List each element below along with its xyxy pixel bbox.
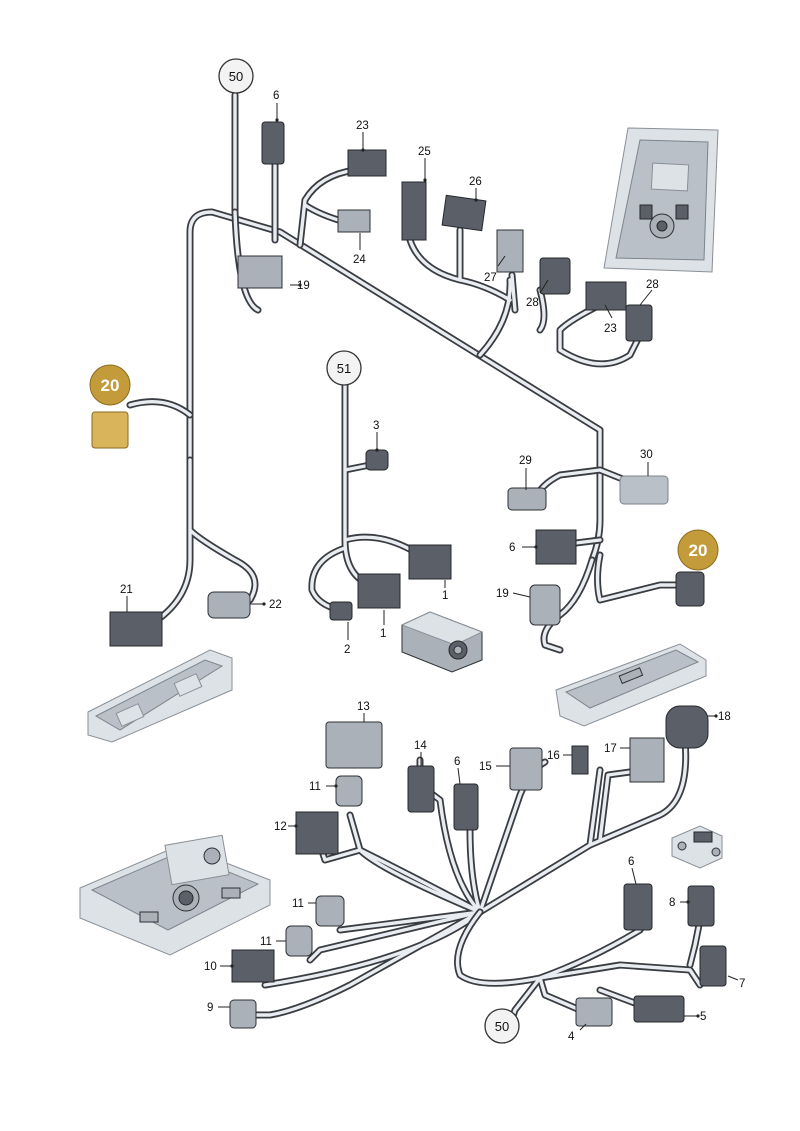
svg-text:20: 20 <box>689 541 708 560</box>
part-label-11: 11 <box>309 781 321 793</box>
part-label-11: 11 <box>292 898 304 910</box>
part-label-30: 30 <box>640 449 653 461</box>
roof-console-panel <box>603 127 719 273</box>
part-label-28: 28 <box>526 297 539 309</box>
part-label-11: 11 <box>260 936 272 948</box>
part-label-17: 17 <box>604 743 617 755</box>
sensor-bracket <box>671 825 723 869</box>
callout-50-top: 50 <box>218 58 254 94</box>
part-label-5: 5 <box>700 1011 706 1023</box>
part-label-23: 23 <box>356 120 369 132</box>
leader-lines <box>126 103 739 1031</box>
part-label-8: 8 <box>669 897 675 909</box>
part-label-16: 16 <box>547 750 560 762</box>
callout-50-bottom: 50 <box>484 1008 520 1044</box>
part-label-21: 21 <box>120 584 133 596</box>
control-unit-mmi <box>79 834 271 956</box>
part-label-27: 27 <box>484 272 497 284</box>
svg-text:20: 20 <box>101 376 120 395</box>
part-label-10: 10 <box>204 961 217 973</box>
part-label-1: 1 <box>442 590 448 602</box>
switch-panel-right <box>555 643 707 727</box>
callout-51: 51 <box>326 350 362 386</box>
part-label-6: 6 <box>273 90 279 102</box>
part-label-3: 3 <box>373 420 379 432</box>
connectors <box>91 121 727 1029</box>
callout-20-right: 20 <box>677 529 719 571</box>
part-label-4: 4 <box>568 1031 575 1043</box>
part-label-15: 15 <box>479 761 492 773</box>
part-label-13: 13 <box>357 701 370 713</box>
part-label-19: 19 <box>496 588 509 600</box>
part-label-6: 6 <box>509 542 515 554</box>
svg-text:50: 50 <box>495 1019 509 1034</box>
callout-20-left: 20 <box>89 364 131 406</box>
part-label-24: 24 <box>353 254 366 266</box>
part-label-26: 26 <box>469 176 482 188</box>
part-label-23: 23 <box>604 323 617 335</box>
leader-dots <box>230 118 718 1018</box>
part-label-19: 19 <box>297 280 310 292</box>
svg-text:51: 51 <box>337 361 351 376</box>
part-label-6: 6 <box>628 856 634 868</box>
part-label-25: 25 <box>418 146 431 158</box>
part-label-2: 2 <box>344 644 350 656</box>
part-label-29: 29 <box>519 455 532 467</box>
part-label-18: 18 <box>718 711 731 723</box>
svg-text:50: 50 <box>229 69 243 84</box>
light-switch-unit <box>400 611 484 673</box>
part-label-12: 12 <box>274 821 287 833</box>
part-label-28: 28 <box>646 279 659 291</box>
switch-panel-left <box>87 649 233 743</box>
part-label-6: 6 <box>454 756 460 768</box>
part-label-7: 7 <box>739 978 745 990</box>
part-label-14: 14 <box>414 740 427 752</box>
part-label-9: 9 <box>207 1002 213 1014</box>
part-number-labels: 6 23 25 26 24 27 28 23 28 19 3 1 1 2 21 … <box>120 90 745 1043</box>
part-label-22: 22 <box>269 599 282 611</box>
part-label-1: 1 <box>380 628 386 640</box>
